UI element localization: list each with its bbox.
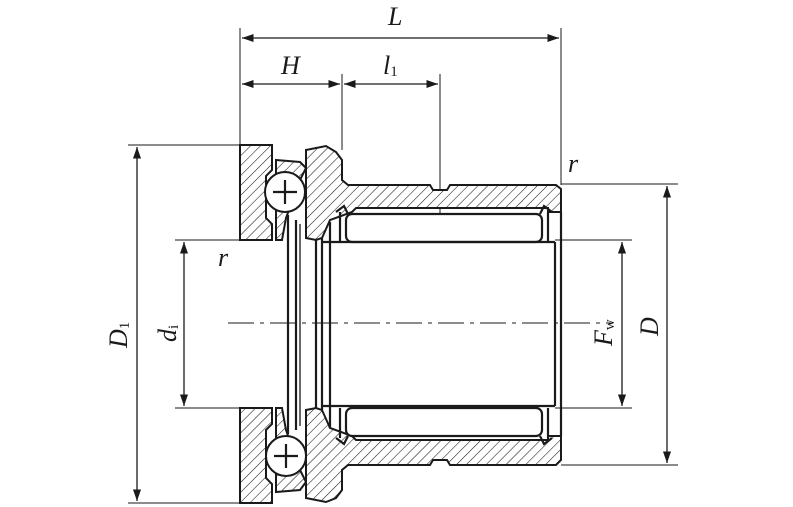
bore-outline [322, 212, 563, 436]
ball-bottom [265, 435, 307, 477]
needle-roller-top [335, 204, 553, 244]
needle-roller-bottom [335, 406, 553, 446]
label-H: H [280, 51, 301, 80]
cup-inner-wall [314, 222, 332, 428]
label-l1: l1 [383, 51, 398, 80]
thrust-washer-top [239, 144, 273, 241]
label-Fw: Fw [589, 319, 618, 347]
outer-cup-top [305, 144, 562, 242]
thrust-washer-bottom [239, 407, 273, 504]
label-L: L [387, 2, 402, 31]
label-di: di [153, 325, 182, 342]
label-D: D [635, 317, 664, 337]
extension-lines [128, 28, 678, 504]
dimension-lines [132, 33, 672, 501]
label-r-left: r [218, 243, 229, 272]
label-D1: D1 [104, 322, 133, 349]
inner-sleeve-lines [286, 215, 301, 434]
ball-top [264, 171, 306, 213]
dimension-labels: L H l1 r r D1 di Fw D [104, 2, 664, 349]
label-r-top: r [568, 149, 579, 178]
